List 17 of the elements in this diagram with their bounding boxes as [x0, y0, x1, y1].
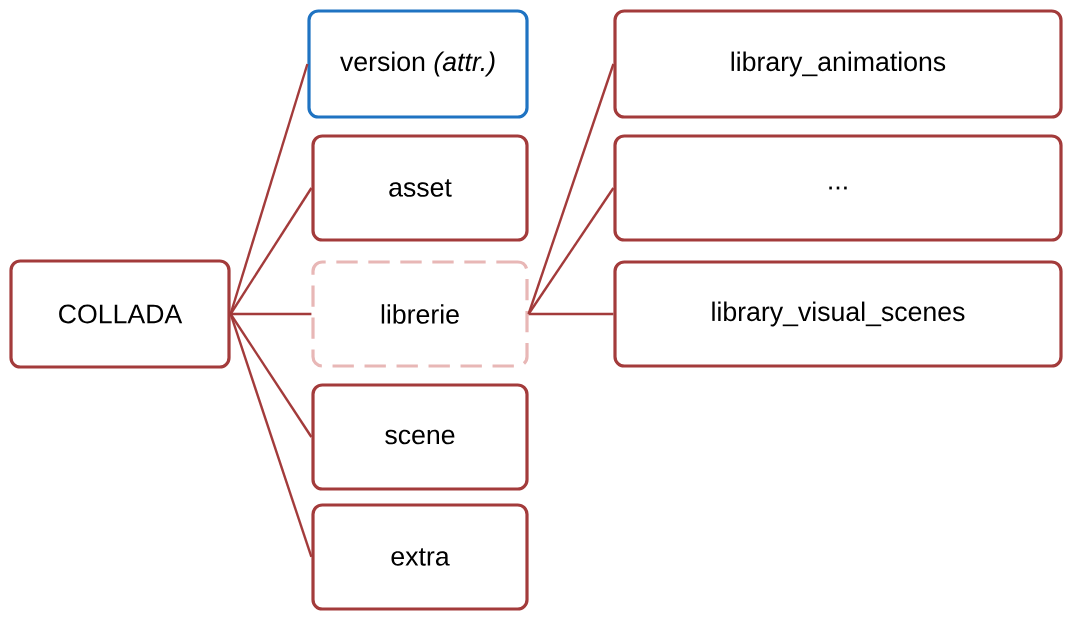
connector-line: [229, 313, 313, 438]
connector-line: [229, 63, 309, 315]
tree-box: version (attr.): [307, 9, 529, 119]
connector-line: [229, 187, 313, 315]
connector-line: [230, 312, 312, 316]
connector-line: [527, 63, 615, 315]
tree-box: extra: [311, 503, 529, 611]
connector-line: [528, 312, 614, 316]
tree-box: library_animations: [613, 9, 1063, 119]
connector-line: [229, 313, 313, 558]
tree-box: asset: [311, 134, 529, 242]
tree-box: scene: [311, 383, 529, 491]
tree-box: librerie: [311, 260, 529, 368]
connector-line: [527, 187, 615, 315]
tree-box: COLLADA: [9, 259, 231, 369]
tree-box: library_visual_scenes: [613, 260, 1063, 368]
tree-box: ...: [613, 134, 1063, 242]
